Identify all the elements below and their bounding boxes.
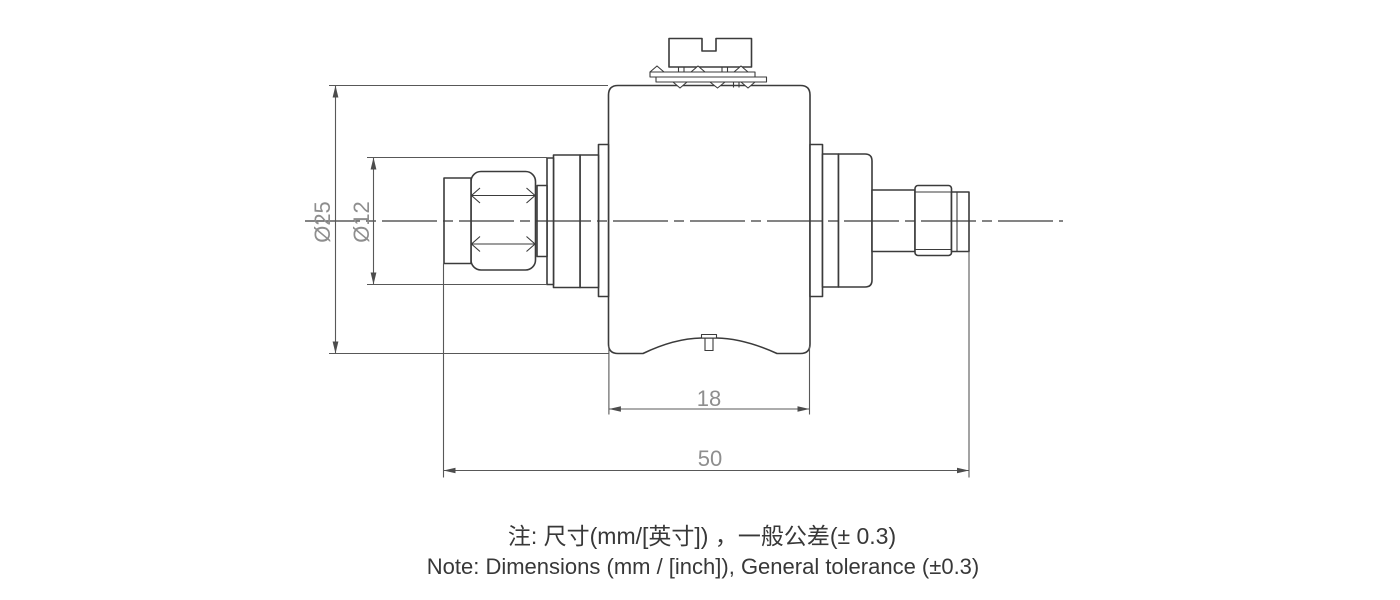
note-line-english: Note: Dimensions (mm / [inch]), General … (427, 554, 980, 579)
hex-chamfer-mark (526, 236, 536, 252)
hex-chamfer-mark (526, 187, 536, 204)
note-line-chinese: 注: 尺寸(mm/[英寸]) ，一般公差(± 0.3) (508, 523, 896, 549)
right-connector-tip (950, 191, 970, 253)
dim-body-width: 18 (608, 346, 811, 415)
ground-screw-head (668, 37, 753, 68)
tab-slot-notch (704, 338, 714, 352)
tab-cap (700, 333, 718, 339)
dim-knurl-diameter: Ø12 (349, 156, 547, 286)
main-body (607, 84, 811, 355)
dim-label-knurl-diameter: Ø12 (349, 201, 374, 243)
dim-overall-length: 50 (442, 251, 970, 478)
dim-label-body-width: 18 (697, 386, 721, 411)
serrated-lock-washer (649, 65, 768, 89)
dim-outer-diameter: Ø25 (310, 84, 609, 355)
dim-label-outer-diameter: Ø25 (310, 201, 335, 243)
dim-label-overall-length: 50 (698, 446, 722, 471)
